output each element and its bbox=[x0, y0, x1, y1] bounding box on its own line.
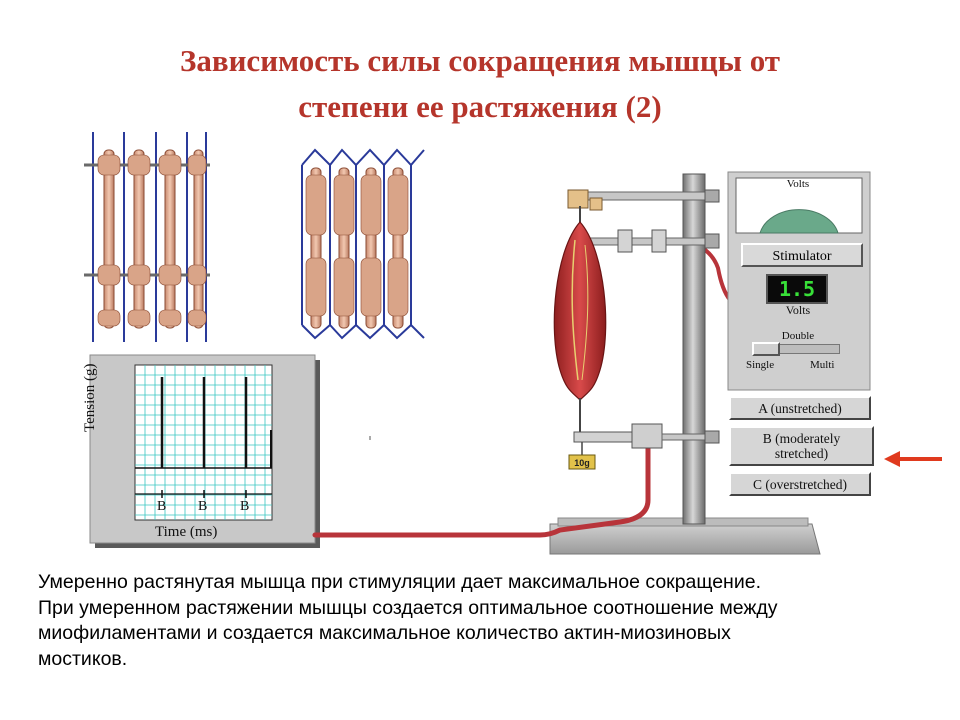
recorder-x-axis-label: Time (ms) bbox=[155, 524, 218, 540]
arrow-icon bbox=[884, 451, 942, 467]
slide-title-line-2: степени ее растяжения (2) bbox=[298, 89, 662, 124]
lower-clamp bbox=[573, 423, 720, 456]
option-c-overstretched-button[interactable]: C (overstretched) bbox=[729, 472, 871, 496]
body-line-3: миофиламентами и создается максимальное … bbox=[38, 622, 731, 644]
option-c-label: C (overstretched) bbox=[752, 476, 848, 492]
sarcomere-unstretched-illustration bbox=[84, 132, 210, 342]
volt-gauge bbox=[735, 177, 863, 234]
recorder-peak-label-1: B bbox=[157, 499, 167, 514]
slider-label-single: Single bbox=[746, 359, 775, 371]
option-b-moderately-stretched-button[interactable]: B (moderately stretched) bbox=[729, 426, 874, 466]
weight-label: 10g bbox=[574, 458, 590, 468]
option-a-unstretched-button[interactable]: A (unstretched) bbox=[729, 396, 871, 420]
body-line-1: Умеренно растянутая мышца при стимуляции… bbox=[38, 571, 761, 593]
tension-trace bbox=[135, 377, 272, 498]
recorder-y-axis-label: Tension (g) bbox=[82, 363, 98, 432]
stimulator-button[interactable]: Stimulator bbox=[741, 243, 863, 267]
slider-thumb[interactable] bbox=[752, 342, 780, 356]
slide-title: Зависимость силы сокращения мышцы от сте… bbox=[60, 38, 900, 130]
option-b-label-line-1: B (moderately bbox=[762, 431, 841, 446]
stimulus-mode-slider[interactable] bbox=[752, 342, 840, 356]
option-a-label: A (unstretched) bbox=[758, 400, 842, 416]
tension-recorder bbox=[89, 354, 371, 548]
weight bbox=[568, 454, 596, 470]
body-line-2: При умеренном растяжении мышцы создается… bbox=[38, 596, 778, 619]
slide-title-line-1: Зависимость силы сокращения мышцы от bbox=[179, 43, 781, 78]
body-line-4: мостиков. bbox=[38, 647, 128, 670]
gauge-label: Volts bbox=[786, 178, 810, 190]
upper-clamp bbox=[567, 189, 720, 211]
voltage-display: 1.5 bbox=[766, 274, 828, 304]
option-b-label-line-2: stretched) bbox=[774, 446, 829, 461]
sarcomere-stretched-illustration bbox=[301, 148, 425, 340]
recorder-peak-label-2: B bbox=[198, 499, 208, 514]
slider-label-double: Double bbox=[781, 330, 815, 342]
signal-cable bbox=[312, 443, 651, 538]
slide-body-text: Умеренно растянутая мышца при стимуляции… bbox=[38, 570, 938, 672]
muscle-illustration bbox=[553, 206, 607, 436]
stand-rod bbox=[682, 173, 706, 525]
recorder-peak-label-3: B bbox=[240, 499, 250, 514]
voltage-unit-label: Volts bbox=[785, 303, 811, 317]
slider-label-multi: Multi bbox=[810, 359, 835, 371]
